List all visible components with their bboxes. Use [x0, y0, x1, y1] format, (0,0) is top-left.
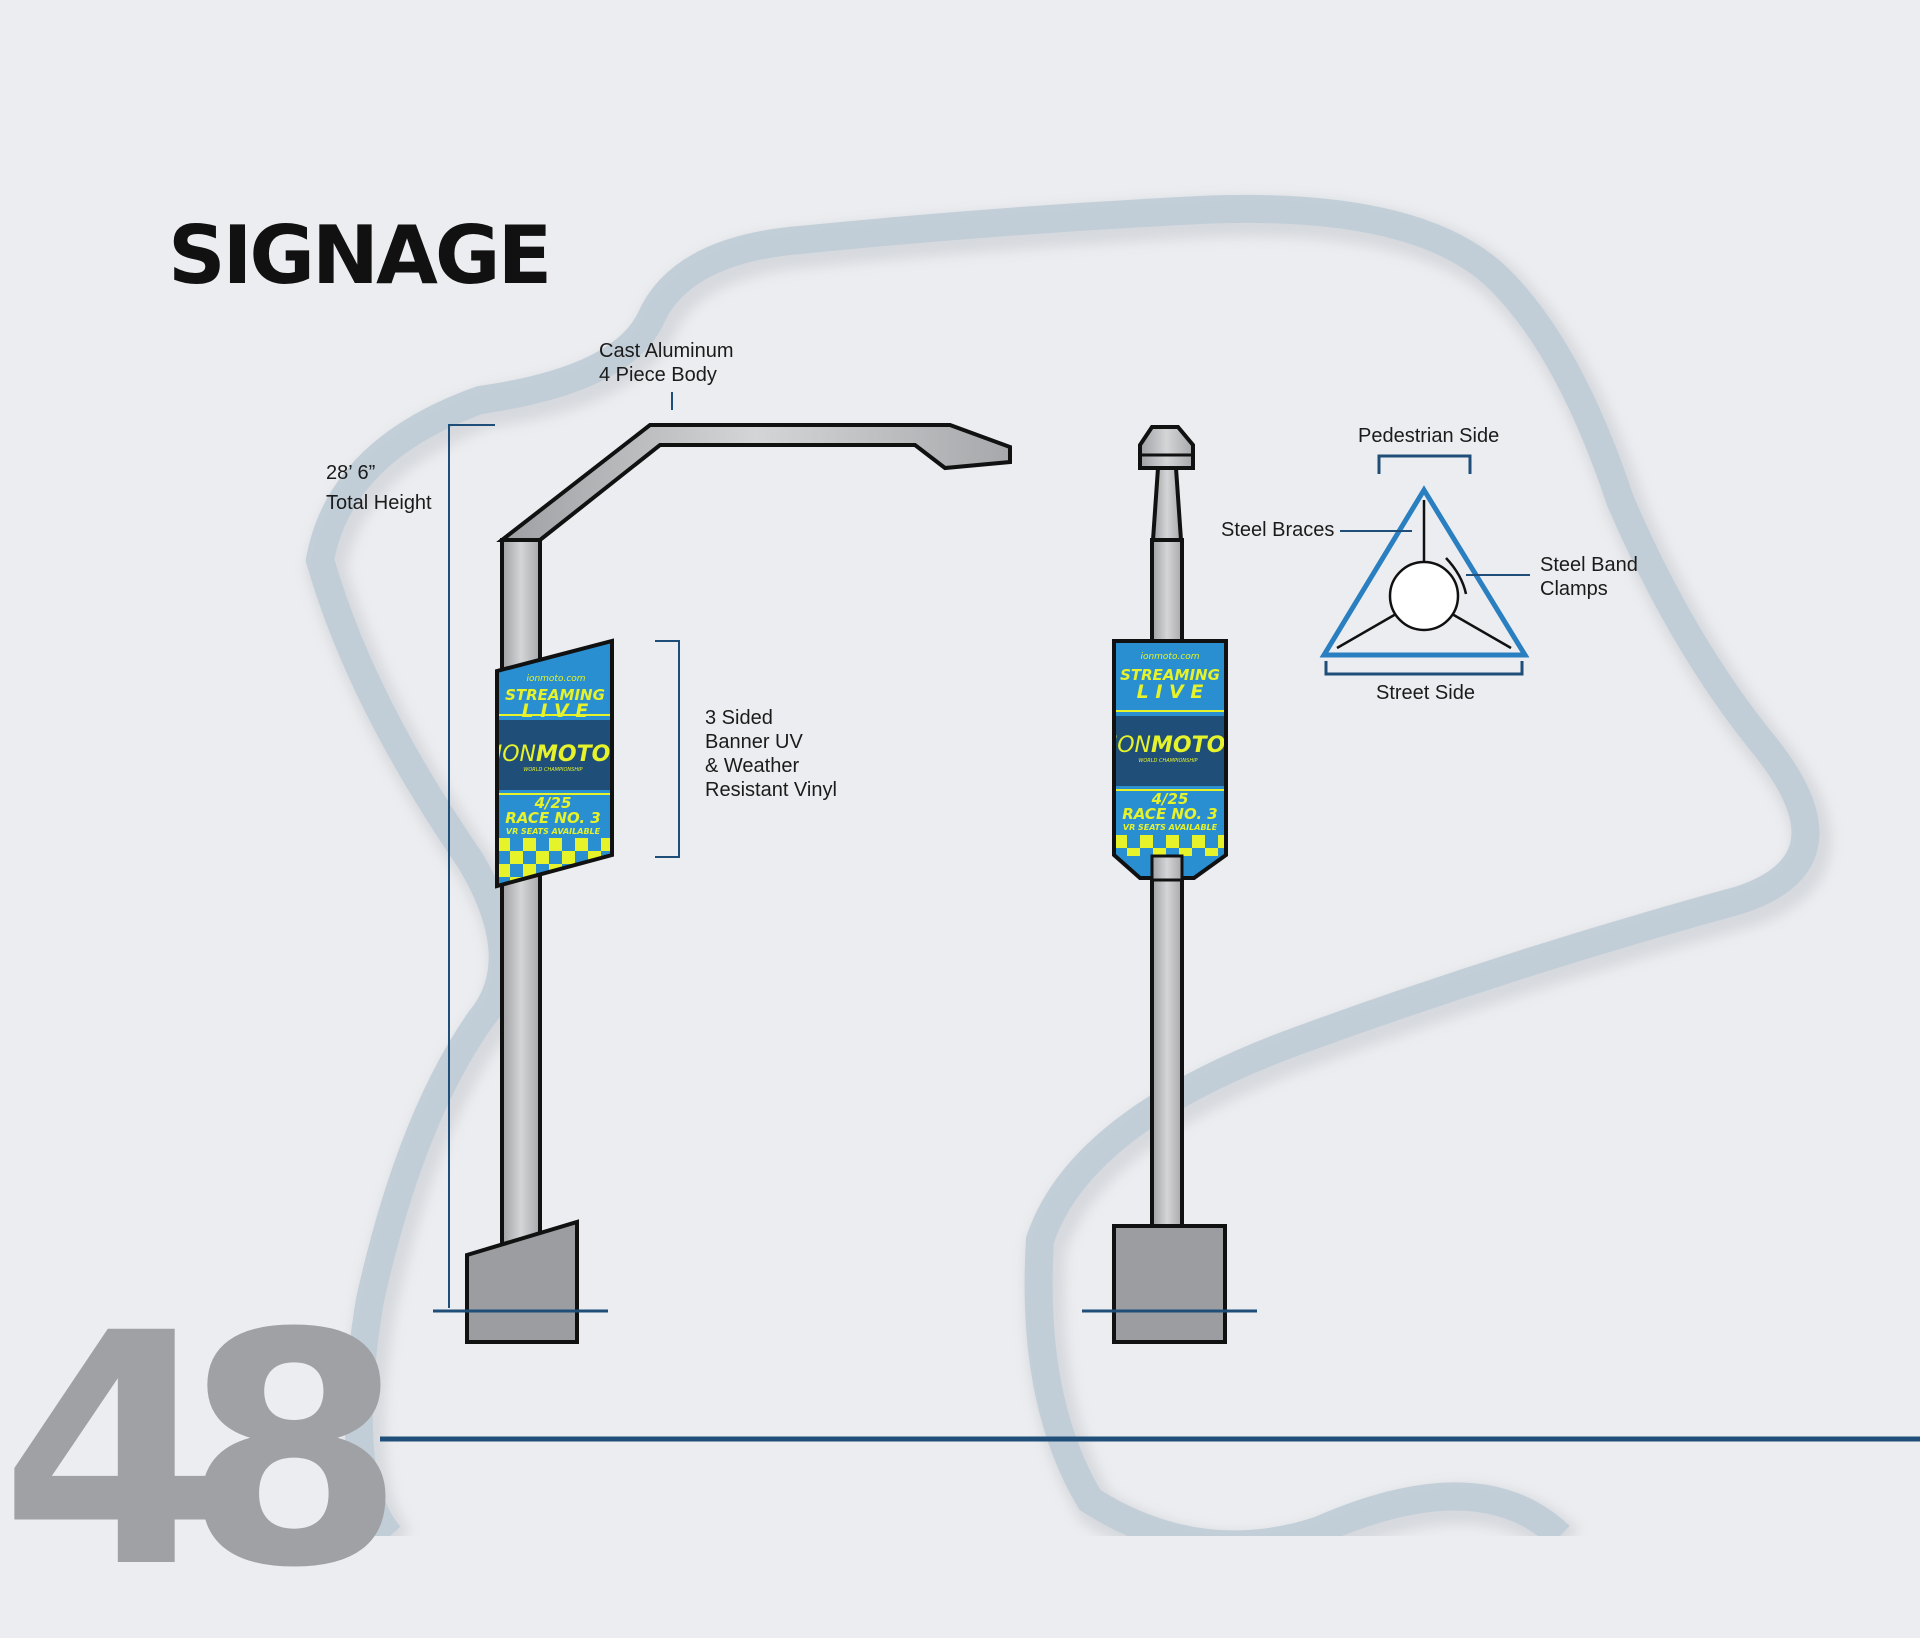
side-view-pole: ionmoto.com STREAMING L I V E IONMOTO WO…: [433, 392, 1012, 1344]
banner-callout-line-3: & Weather: [705, 755, 800, 777]
front-banner-live: L I V E: [1137, 681, 1204, 703]
steel-brace-left: [1336, 612, 1397, 650]
signage-diagram: ionmoto.com STREAMING L I V E IONMOTO WO…: [305, 194, 1920, 1536]
street-side-bracket: [1324, 661, 1524, 676]
steel-brace-right: [1451, 612, 1512, 650]
steel-band-clamp: [1445, 557, 1468, 595]
pole-shaft: [500, 538, 542, 1247]
pole-base: [465, 1219, 579, 1344]
height-callout-value: 28’ 6”: [326, 462, 376, 484]
steel-band-label-line-1: Steel Band: [1540, 554, 1638, 576]
front-banner-brand-sub: WORLD CHAMPIONSHIP: [1138, 758, 1197, 764]
lamp-head: [1138, 425, 1195, 470]
pole-cross-section: [1388, 560, 1460, 632]
banner-callout: 3 Sided Banner UV & Weather Resistant Vi…: [705, 706, 837, 802]
body-callout-line-1: Cast Aluminum: [599, 340, 734, 362]
front-pole-base: [1112, 1224, 1227, 1344]
height-callout-label: Total Height: [326, 492, 432, 514]
banner-dimension-bracket: [655, 640, 680, 858]
front-banner-date: 4/25: [1151, 790, 1189, 808]
banner-url: ionmoto.com: [526, 674, 585, 684]
steel-braces-label: Steel Braces: [1221, 519, 1335, 541]
banner-date: 4/25: [534, 794, 572, 812]
banner-seats: VR SEATS AVAILABLE: [506, 827, 601, 836]
height-dimension-line: [448, 424, 495, 1308]
pedestrian-side-bracket: [1377, 454, 1472, 474]
body-callout: Cast Aluminum 4 Piece Body: [599, 339, 734, 387]
front-banner-url: ionmoto.com: [1140, 652, 1199, 662]
front-banner: ionmoto.com STREAMING L I V E IONMOTO WO…: [1111, 639, 1228, 882]
front-banner-brand: IONMOTO: [1111, 733, 1226, 758]
banner-live: L I V E: [522, 700, 589, 722]
pedestrian-side-label: Pedestrian Side: [1358, 425, 1500, 447]
front-view-pole: ionmoto.com STREAMING L I V E IONMOTO WO…: [1082, 425, 1257, 1344]
banner-brand-sub: WORLD CHAMPIONSHIP: [523, 767, 582, 773]
page-number: 48: [0, 1266, 405, 1638]
banner-race: RACE NO. 3: [505, 809, 601, 827]
banner-streaming: STREAMING: [505, 686, 605, 704]
front-banner-seats: VR SEATS AVAILABLE: [1123, 823, 1218, 832]
race-track-outline: [305, 194, 1832, 1536]
banner-callout-line-1: 3 Sided: [705, 707, 773, 729]
steel-band-label: Steel Band Clamps: [1540, 553, 1638, 601]
front-banner-streaming: STREAMING: [1120, 666, 1220, 684]
banner-callout-line-4: Resistant Vinyl: [705, 779, 837, 801]
height-callout: 28’ 6” Total Height: [326, 458, 432, 518]
body-callout-line-2: 4 Piece Body: [599, 364, 717, 386]
pole-arm: [496, 423, 1012, 542]
banner-brand: IONMOTO: [496, 742, 611, 767]
street-side-label: Street Side: [1376, 682, 1475, 704]
front-banner-race: RACE NO. 3: [1122, 805, 1218, 823]
banner-triangle: [1319, 485, 1530, 658]
banner-callout-line-2: Banner UV: [705, 731, 803, 753]
front-checkered-pattern: [1114, 835, 1226, 856]
cross-section-diagram: [1319, 454, 1530, 676]
page-title: SIGNAGE: [168, 209, 552, 302]
side-banner: ionmoto.com STREAMING L I V E IONMOTO WO…: [495, 638, 614, 889]
steel-band-label-line-2: Clamps: [1540, 578, 1608, 600]
